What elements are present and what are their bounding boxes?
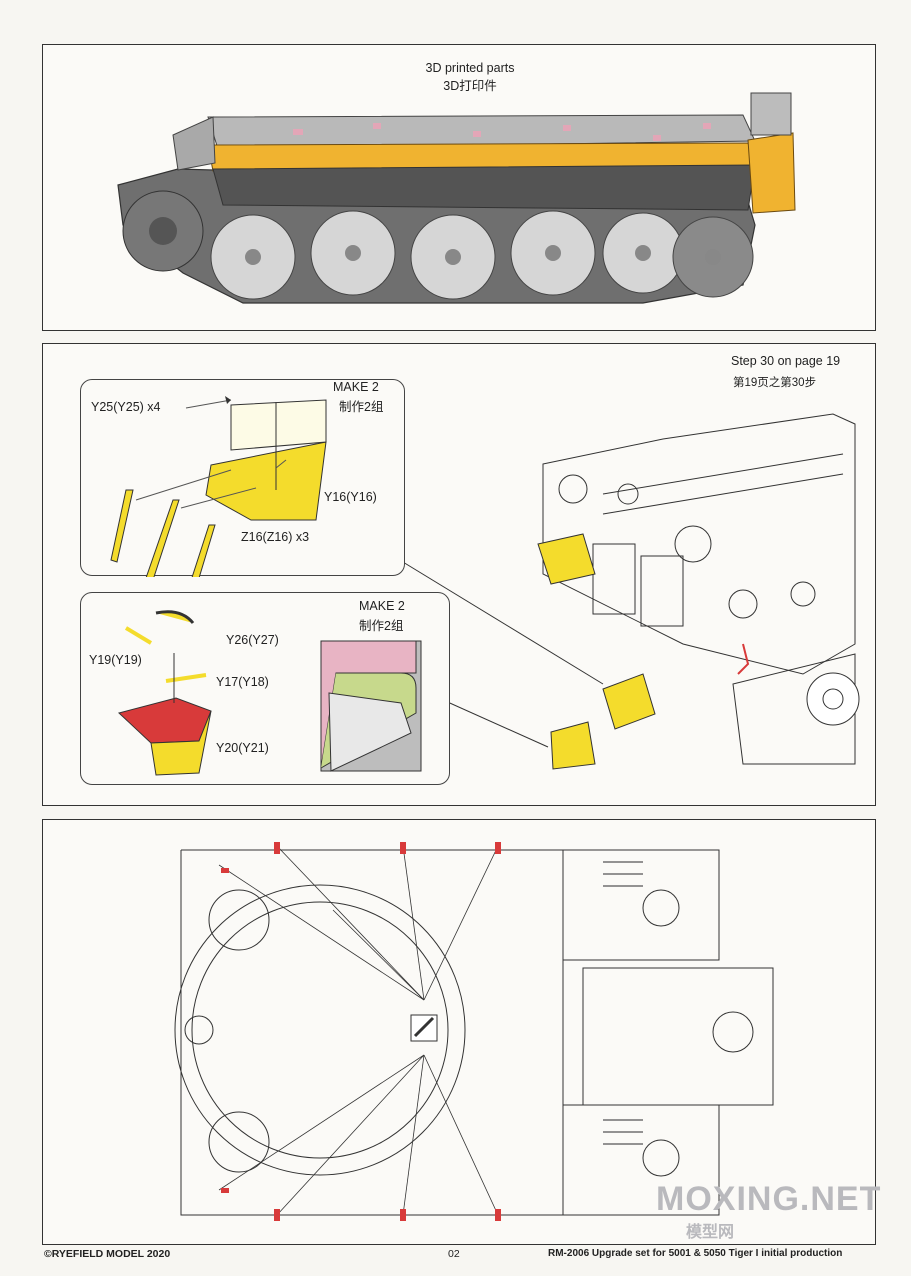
footer-product: RM-2006 Upgrade set for 5001 & 5050 Tige… xyxy=(548,1248,843,1259)
subassembly-a-drawing xyxy=(110,396,327,577)
assembly-step-panel: Step 30 on page 19 第19页之第30步 xyxy=(42,343,876,806)
label-y26: Y26(Y27) xyxy=(226,633,279,647)
hull-top-plan-drawing xyxy=(174,842,774,1221)
make-2-label-cn: 制作2组 xyxy=(339,400,384,414)
subassembly-box-a: Y25(Y25) x4 MAKE 2 制作2组 Y16(Y16) Z16(Z16… xyxy=(80,379,405,577)
step-reference-cn: 第19页之第30步 xyxy=(733,377,817,389)
subassembly-box-b: MAKE 2 制作2组 Y26(Y27) Y19(Y19) Y17(Y18) Y… xyxy=(80,592,450,785)
title-en: 3D printed parts xyxy=(425,61,515,75)
label-y20: Y20(Y21) xyxy=(216,741,269,755)
label-y19: Y19(Y19) xyxy=(89,653,142,667)
label-z16: Z16(Z16) x3 xyxy=(241,530,310,544)
hull-top-plan-panel xyxy=(42,819,876,1245)
make-2-label-b: MAKE 2 xyxy=(359,599,405,613)
watermark-text: MOXING.NET xyxy=(656,1180,882,1218)
title-cn: 3D打印件 xyxy=(443,79,497,93)
watermark-sub: 模型网 xyxy=(686,1224,735,1241)
step-reference: Step 30 on page 19 xyxy=(731,354,841,368)
tank-hull-illustration xyxy=(117,92,796,304)
label-y17: Y17(Y18) xyxy=(216,675,269,689)
subassembly-b-drawing xyxy=(117,610,422,776)
make-2-label: MAKE 2 xyxy=(333,380,379,394)
rear-hull-drawing xyxy=(397,413,860,770)
printed-parts-panel: 3D printed parts 3D打印件 xyxy=(42,44,876,331)
make-2-label-b-cn: 制作2组 xyxy=(359,619,404,633)
label-y25: Y25(Y25) x4 xyxy=(91,400,161,414)
footer-copyright: ©RYEFIELD MODEL 2020 xyxy=(44,1248,171,1260)
footer-page-number: 02 xyxy=(448,1248,460,1260)
panel-title: 3D printed parts 3D打印件 xyxy=(415,61,525,94)
label-y16: Y16(Y16) xyxy=(324,490,377,504)
